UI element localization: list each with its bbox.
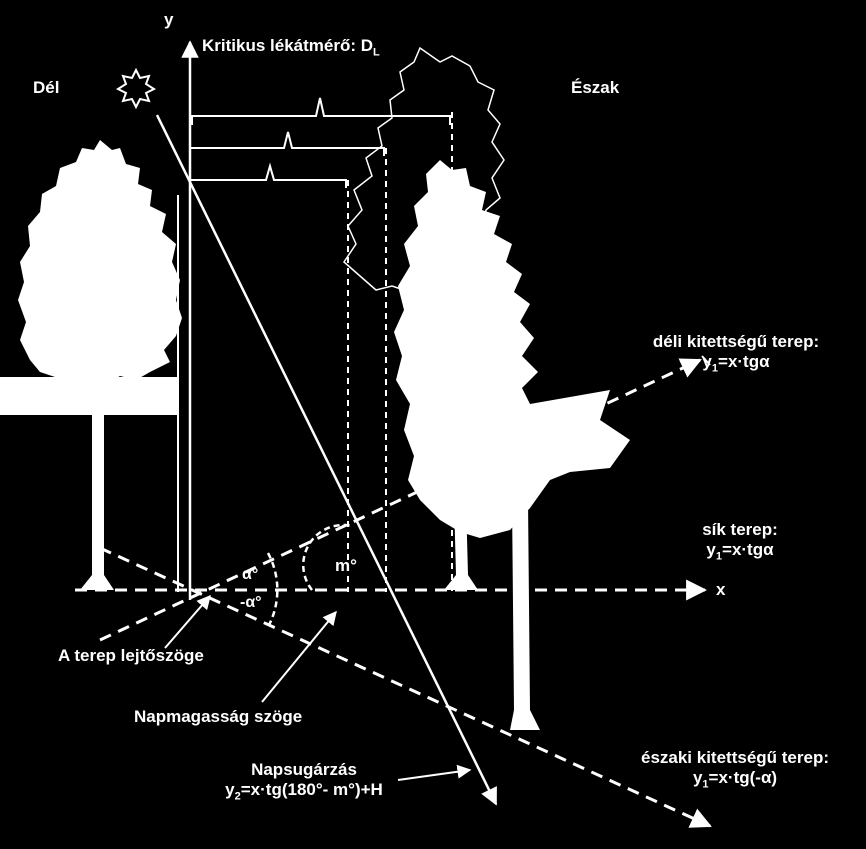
south-terrain-label: déli kitettségű terep: y1=x·tgα bbox=[652, 332, 820, 375]
x-axis-label: x bbox=[716, 580, 726, 599]
star-icon bbox=[115, 67, 157, 110]
sunray-pointer bbox=[397, 764, 472, 781]
south-tree-icon bbox=[18, 140, 182, 590]
gap-boundaries bbox=[177, 112, 453, 592]
south-label: Dél bbox=[33, 78, 60, 97]
sun-angle-annotation: Napmagasság szöge bbox=[134, 707, 303, 726]
sun-angle-pointer bbox=[261, 610, 337, 703]
sun-angle-label: m° bbox=[335, 556, 357, 575]
alpha-label: α° bbox=[242, 566, 259, 583]
neg-alpha-label: -α° bbox=[240, 594, 262, 611]
gap-width-braces bbox=[189, 97, 451, 188]
terrain-block bbox=[0, 377, 178, 415]
north-label: Észak bbox=[571, 78, 620, 97]
slope-angle-pointer bbox=[164, 594, 211, 649]
north-facing-terrain-line bbox=[99, 546, 712, 828]
north-terrain-label: északi kitettségű terep: y1=x·tg(-α) bbox=[640, 748, 829, 791]
north-tree-icon bbox=[394, 160, 630, 730]
south-terrain-pointer bbox=[701, 355, 711, 366]
flat-terrain-label: sík terep: y1=x·tgα bbox=[702, 520, 778, 563]
sunray-line bbox=[155, 114, 498, 806]
sun-angle-arc bbox=[302, 523, 353, 591]
diagram-title: Kritikus lékátmérő: DL bbox=[202, 36, 380, 59]
y-axis-label: y bbox=[164, 10, 174, 29]
slope-angle-label: A terep lejtőszöge bbox=[58, 646, 204, 665]
sunray-label: Napsugárzás y2=x·tg(180°- m°)+H bbox=[225, 760, 383, 803]
